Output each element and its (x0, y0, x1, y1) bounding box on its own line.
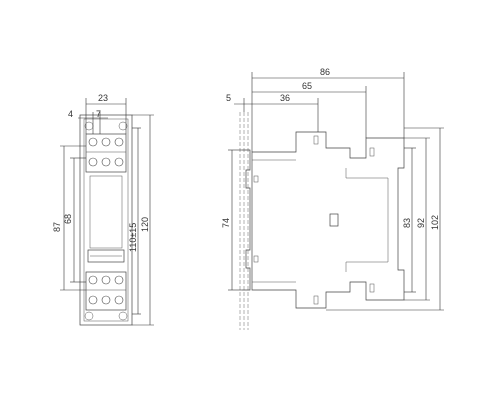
front-view: 23 4 7 87 68 110±15 120 (52, 93, 154, 326)
terminal-screw (88, 275, 98, 285)
rail-clip (242, 149, 251, 291)
dim-height-body: 110±15 (128, 223, 138, 252)
dim-depth-front: 36 (280, 93, 290, 103)
dim-depth-mid: 65 (302, 81, 312, 91)
label-window (87, 249, 125, 263)
terminal-screw (101, 295, 111, 305)
front-body-outline (79, 114, 133, 326)
terminal-screw (101, 157, 111, 167)
terminal-screw (114, 275, 124, 285)
slot (313, 295, 319, 305)
terminal-screw (114, 295, 124, 305)
front-body-inner (83, 118, 129, 322)
dim-height-a: 83 (402, 218, 412, 228)
latch (329, 213, 339, 227)
bottom-terminal-block (85, 271, 127, 311)
terminal-screw (101, 137, 111, 147)
dim-height-b: 92 (416, 218, 426, 228)
dim-rail-offset: 5 (226, 93, 231, 103)
dim-width-overall: 23 (98, 93, 108, 103)
side-view: 86 65 36 5 74 83 92 102 (221, 67, 444, 330)
slot (313, 135, 319, 145)
top-terminal-block (85, 133, 127, 173)
dim-height-outer: 87 (52, 222, 62, 232)
terminal-screw (88, 137, 98, 147)
front-plate (89, 175, 123, 249)
terminal-screw (88, 295, 98, 305)
slot (253, 175, 259, 183)
slot (369, 147, 375, 157)
housing-profile (251, 131, 405, 309)
terminal-screw (101, 275, 111, 285)
terminal-screw (88, 157, 98, 167)
dim-offset-b: 7 (96, 109, 101, 119)
dim-height-c: 102 (430, 215, 440, 230)
slot (253, 255, 259, 263)
dim-height-total: 120 (140, 217, 150, 232)
mounting-hole-top-right (118, 121, 128, 131)
terminal-screw (114, 157, 124, 167)
mounting-hole-bottom-right (118, 311, 128, 321)
dim-offset-a: 4 (68, 109, 73, 119)
dim-rail-height: 74 (221, 218, 231, 228)
mounting-hole-bottom-left (84, 311, 94, 321)
terminal-screw (114, 137, 124, 147)
dim-depth-total: 86 (320, 67, 330, 77)
dim-height-inner: 68 (63, 214, 73, 224)
slot (369, 283, 375, 293)
